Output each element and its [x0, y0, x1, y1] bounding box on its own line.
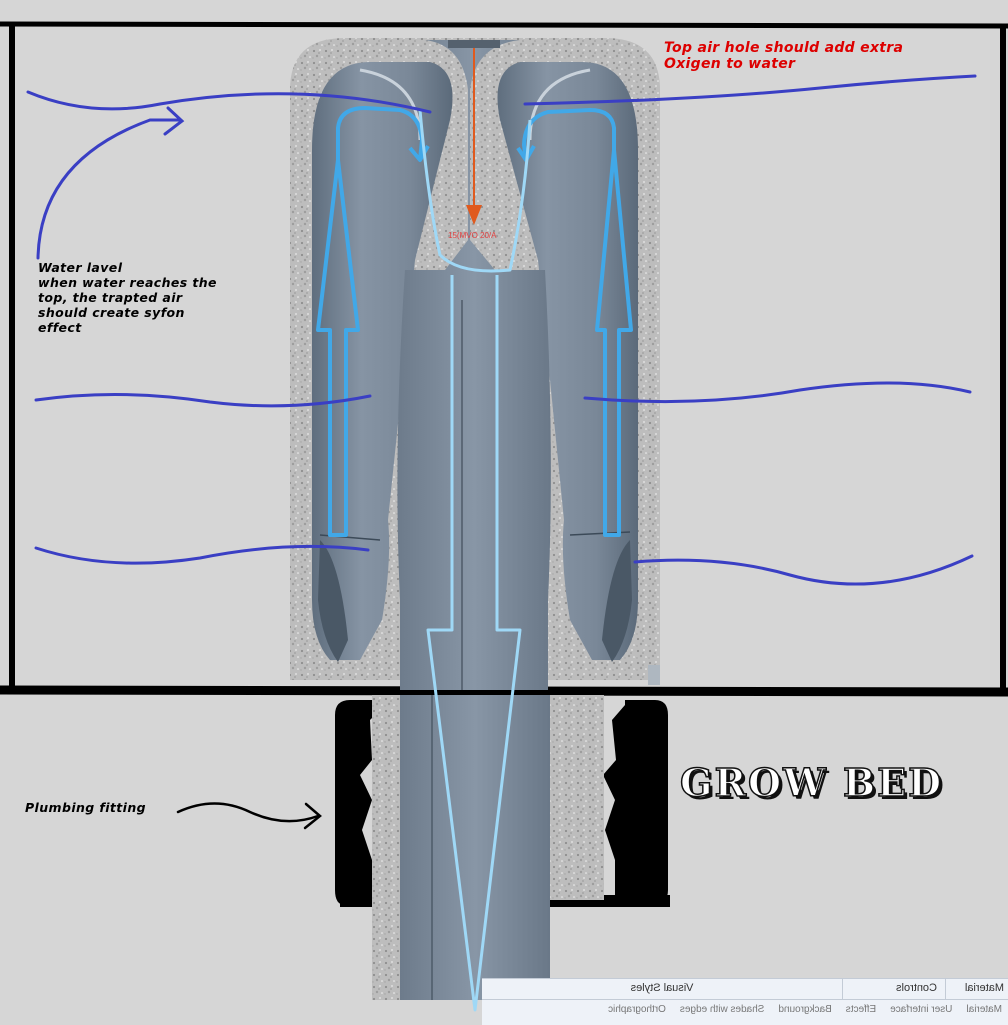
plumbing-fitting-pointer: [176, 802, 322, 830]
drain-flow-arrow: [418, 109, 532, 1012]
ribbon-item-background[interactable]: Background: [778, 1004, 832, 1015]
water-level-line-1: Water lavel: [38, 260, 123, 275]
standpipe: [397, 40, 551, 1000]
grow-bed-label: GROW BED: [679, 759, 944, 806]
top-air-annotation: Top air hole should add extra Oxigen to …: [664, 40, 903, 72]
ribbon-item-material[interactable]: Material: [966, 1004, 1002, 1015]
bell-base-tab: [648, 665, 660, 685]
ribbon-group-controls[interactable]: Controls: [842, 979, 945, 999]
plumbing-fitting-label: Plumbing fitting: [25, 800, 147, 815]
water-level-line-3: top, the trapted air: [38, 290, 183, 305]
water-level-line-5: effect: [38, 320, 82, 335]
top-air-line-1: Top air hole should add extra: [664, 40, 904, 56]
ribbon-group-headers: Material Controls Visual Styles: [482, 979, 1008, 1000]
water-level-annotation: Water lavel when water reaches the top, …: [38, 260, 217, 335]
ribbon-group-material[interactable]: Material: [945, 979, 1008, 999]
ribbon-item-shades-with-edges[interactable]: Shades with edges: [679, 1004, 765, 1015]
dimension-text: 15(MVO 20/A: [448, 231, 497, 240]
ribbon-item-effects[interactable]: Effects: [845, 1004, 877, 1015]
water-level-line-2: when water reaches the: [38, 275, 217, 290]
ribbon-item-orthographic[interactable]: Orthographic: [608, 1004, 666, 1015]
ribbon-group-visual-styles[interactable]: Visual Styles: [630, 982, 694, 994]
cad-ribbon-panel: Material Controls Visual Styles Material…: [482, 978, 1008, 1025]
water-level-line-4: should create syfon: [38, 305, 185, 320]
ribbon-item-user-interface[interactable]: User interface: [890, 1004, 953, 1015]
water-level-lines: [26, 74, 977, 586]
air-inlet-arrow: 15(MVO 20/A: [448, 48, 497, 240]
ribbon-bottom-row: Material User interface Effects Backgrou…: [482, 1000, 1008, 1019]
top-air-line-2: Oxigen to water: [664, 56, 796, 72]
